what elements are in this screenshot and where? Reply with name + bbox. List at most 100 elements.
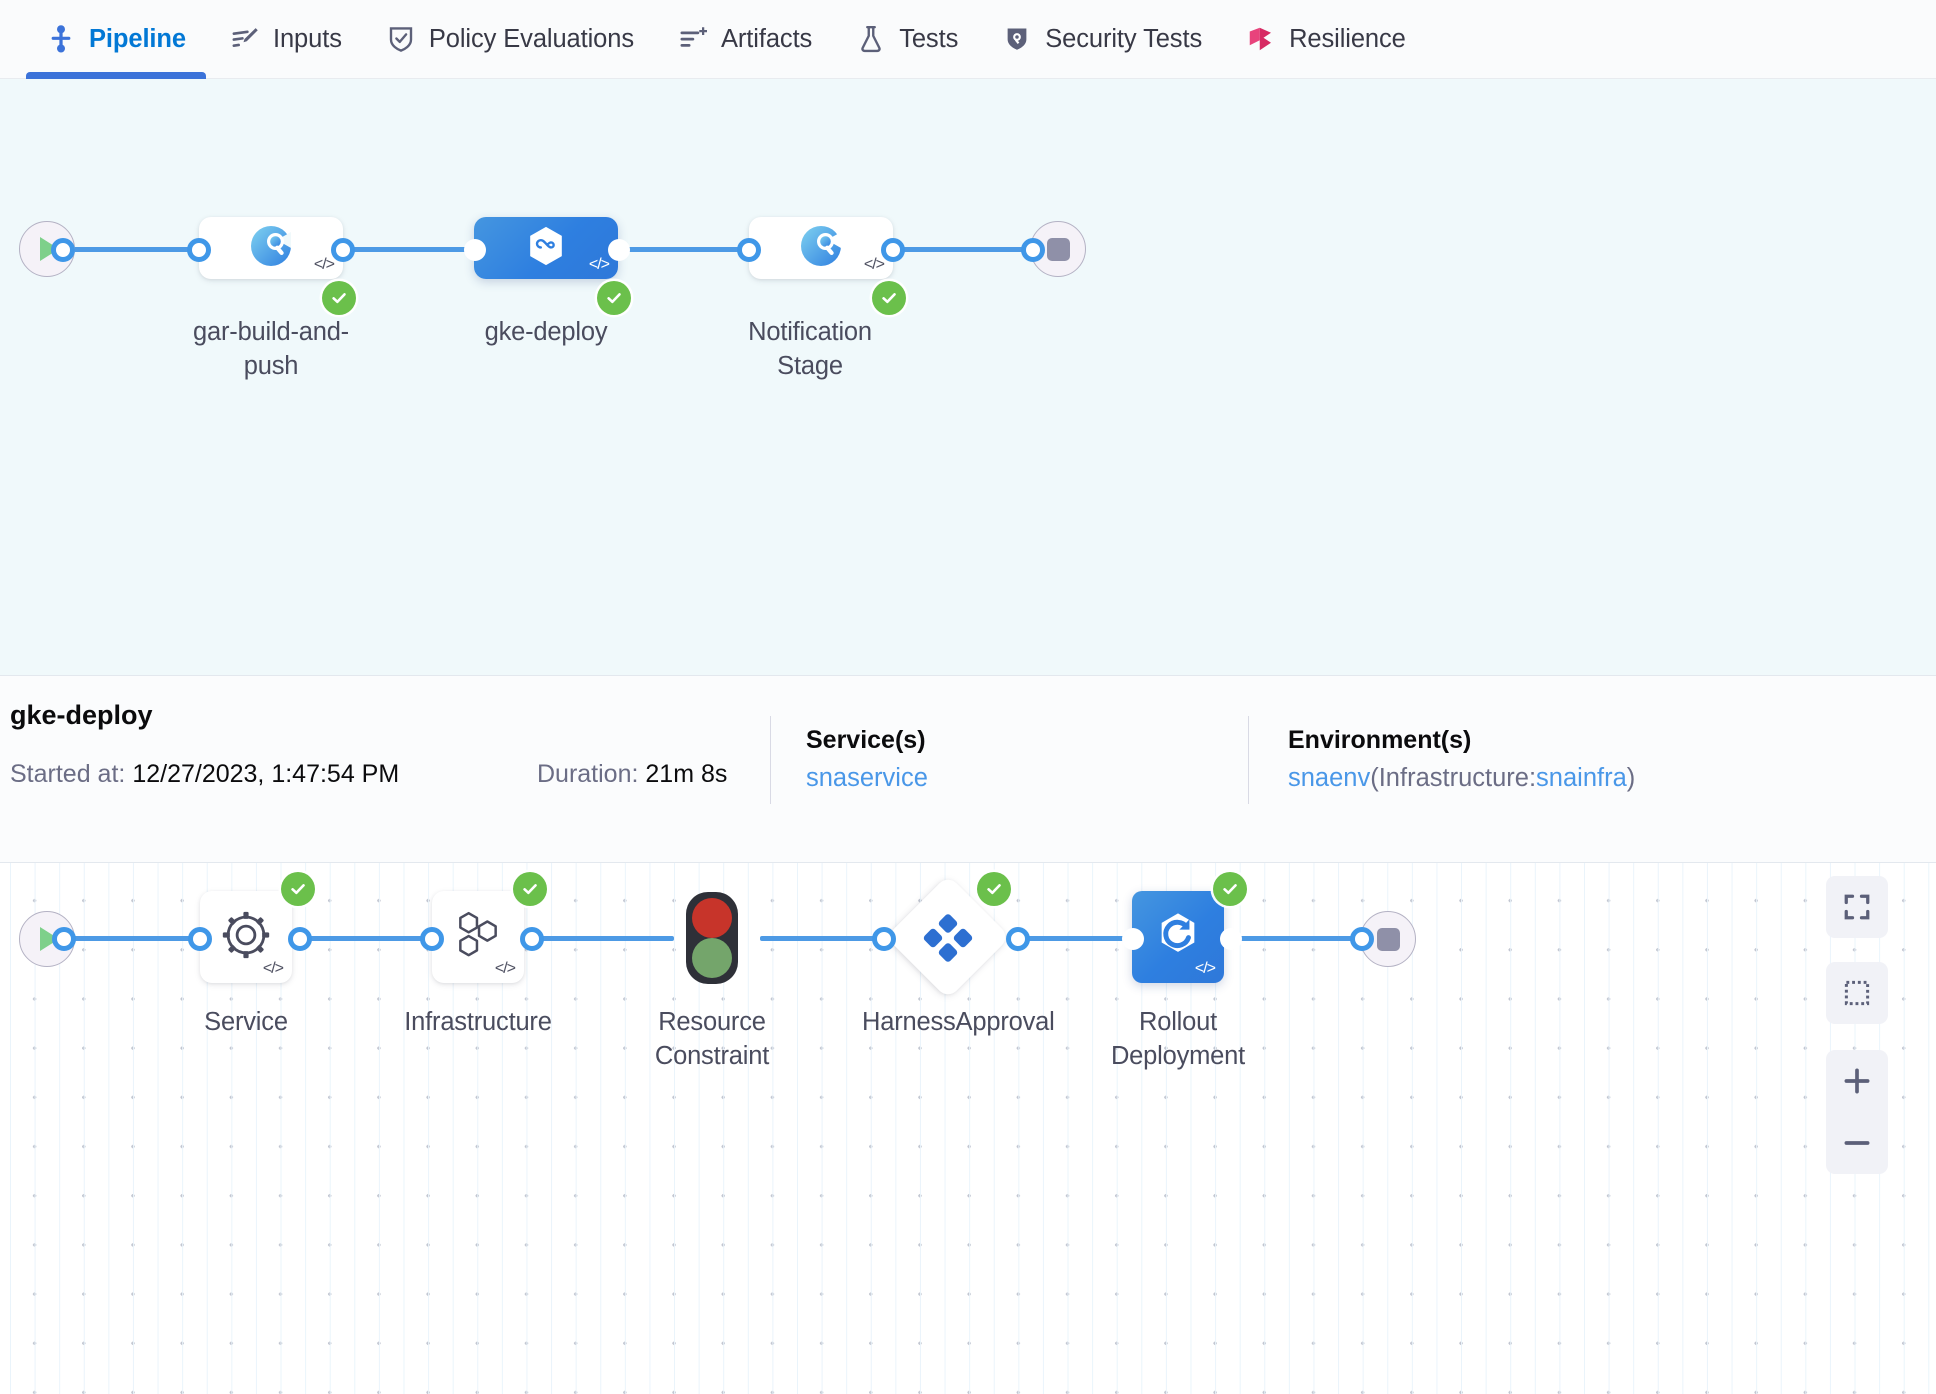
connector-rollout-to-end: [1222, 936, 1374, 941]
stage-node-gar-build-and-push[interactable]: </>: [199, 217, 343, 279]
pipeline-icon: [46, 24, 76, 54]
environment-infra-prefix: (Infrastructure:: [1370, 764, 1537, 792]
traffic-light-green-icon: [692, 938, 732, 978]
connector-service-to-infrastructure: [294, 936, 474, 941]
tab-security-tests[interactable]: Security Tests: [980, 0, 1224, 79]
code-icon[interactable]: </>: [494, 960, 516, 977]
stage-duration: Duration: 21m 8s: [537, 760, 727, 789]
port-stage2-in: [464, 239, 486, 261]
tab-inputs-label: Inputs: [272, 24, 342, 53]
connector-approval-to-rollout: [1010, 936, 1144, 941]
step-node-infrastructure[interactable]: </>: [432, 891, 524, 983]
connector-start-to-stage1: [60, 247, 255, 252]
port-stage1-in: [187, 238, 211, 262]
connector-stage3-to-end: [885, 247, 1045, 252]
tab-tests[interactable]: Tests: [834, 0, 980, 79]
custom-stage-icon: [797, 222, 845, 275]
inputs-icon: [230, 24, 260, 54]
zoom-in-button[interactable]: [1826, 1050, 1888, 1112]
step-label-resource-constraint: Resource Constraint: [654, 1008, 770, 1070]
port-service-out: [288, 927, 312, 951]
info-divider-1: [770, 716, 771, 804]
hexagons-icon: [451, 908, 505, 967]
resilience-icon: [1246, 24, 1276, 54]
code-icon[interactable]: </>: [262, 960, 284, 977]
artifacts-list-plus-icon: [678, 24, 708, 54]
port-infrastructure-out: [520, 927, 544, 951]
port-stage1-out: [331, 238, 355, 262]
step-label-rollout-deployment: Rollout Deployment: [1110, 1008, 1246, 1070]
started-at-label: Started at:: [10, 760, 126, 788]
duration-label: Duration:: [537, 760, 639, 788]
connector-infrastructure-to-resource-constraint: [526, 936, 674, 941]
connector-step-start-to-service: [62, 936, 242, 941]
harness-approval-diamond-icon: [920, 913, 976, 968]
port-start-out: [51, 238, 75, 262]
step-label-service: Service: [204, 1008, 288, 1036]
tab-bar: Pipeline Inputs Policy Evaluations: [0, 0, 1936, 79]
connector-stage2-to-stage3: [610, 247, 755, 252]
port-step-end-in: [1350, 927, 1374, 951]
pipeline-stage-graph-canvas[interactable]: </> gar-build-and-push </> gke-deploy: [0, 79, 1936, 676]
port-infrastructure-in: [420, 927, 444, 951]
step-label-infrastructure: Infrastructure: [404, 1008, 552, 1036]
code-icon[interactable]: </>: [588, 256, 610, 273]
traffic-light-red-icon: [692, 898, 732, 938]
info-divider-2: [1248, 716, 1249, 804]
port-harness-approval-out: [1006, 927, 1030, 951]
stage-label-gke-deploy: gke-deploy: [484, 318, 608, 346]
port-stage3-out: [881, 238, 905, 262]
tab-pipeline[interactable]: Pipeline: [24, 0, 208, 79]
stop-icon: [1376, 927, 1400, 951]
connector-stage1-to-stage2: [335, 247, 480, 252]
tab-pipeline-label: Pipeline: [89, 24, 186, 53]
tab-policy-evaluations-label: Policy Evaluations: [428, 24, 634, 53]
cd-deploy-hexagon-icon: [523, 223, 569, 274]
environments-header: Environment(s): [1288, 726, 1472, 754]
tab-active-indicator: [26, 71, 206, 79]
step-status-success-infrastructure: [513, 872, 547, 906]
fit-to-screen-button[interactable]: [1826, 876, 1888, 938]
step-node-rollout-deployment[interactable]: </>: [1132, 891, 1224, 983]
port-stage2-out: [608, 239, 630, 261]
port-rollout-in: [1122, 928, 1144, 950]
stage-info-title: gke-deploy: [10, 700, 153, 730]
stage-label-notification-stage: Notification Stage: [748, 318, 872, 380]
stage-status-success-3: [872, 281, 906, 315]
step-label-harness-approval: HarnessApproval: [862, 1008, 1055, 1036]
environment-infra-link[interactable]: snainfra: [1536, 764, 1627, 792]
environment-name-link[interactable]: snaenv: [1288, 764, 1371, 792]
stage-node-notification-stage[interactable]: </>: [749, 217, 893, 279]
step-graph-canvas[interactable]: </> Service </> Infrastructure Resource …: [0, 863, 1936, 1394]
started-at-value: 12/27/2023, 1:47:54 PM: [132, 760, 400, 788]
code-icon[interactable]: </>: [863, 256, 885, 273]
tab-resilience[interactable]: Resilience: [1224, 0, 1428, 79]
ci-stage-icon: [247, 222, 295, 275]
stage-label-gar-build-and-push: gar-build-and-push: [193, 318, 349, 380]
code-icon[interactable]: </>: [1194, 960, 1216, 977]
security-shield-icon: [1002, 24, 1032, 54]
step-status-success-harness-approval: [977, 872, 1011, 906]
tests-flask-icon: [856, 24, 886, 54]
code-icon[interactable]: </>: [313, 256, 335, 273]
port-end-in: [1021, 238, 1045, 262]
tab-policy-evaluations[interactable]: Policy Evaluations: [364, 0, 656, 79]
gear-icon: [220, 909, 272, 966]
port-rollout-out: [1220, 928, 1242, 950]
services-value-link[interactable]: snaservice: [806, 764, 928, 792]
stage-node-gke-deploy[interactable]: </>: [474, 217, 618, 279]
connector-resource-constraint-to-approval: [760, 936, 892, 941]
step-status-success-rollout-deployment: [1213, 872, 1247, 906]
environments-value[interactable]: snaenv(Infrastructure:snainfra): [1288, 764, 1635, 793]
zoom-out-button[interactable]: [1826, 1112, 1888, 1174]
select-area-button[interactable]: [1826, 962, 1888, 1024]
tab-tests-label: Tests: [899, 24, 959, 53]
port-stage3-in: [737, 238, 761, 262]
step-node-resource-constraint[interactable]: [686, 892, 738, 984]
step-node-service[interactable]: </>: [200, 891, 292, 983]
tab-artifacts[interactable]: Artifacts: [656, 0, 834, 79]
port-harness-approval-in: [872, 927, 896, 951]
services-header: Service(s): [806, 726, 926, 754]
step-status-success-service: [281, 872, 315, 906]
tab-inputs[interactable]: Inputs: [208, 0, 364, 79]
